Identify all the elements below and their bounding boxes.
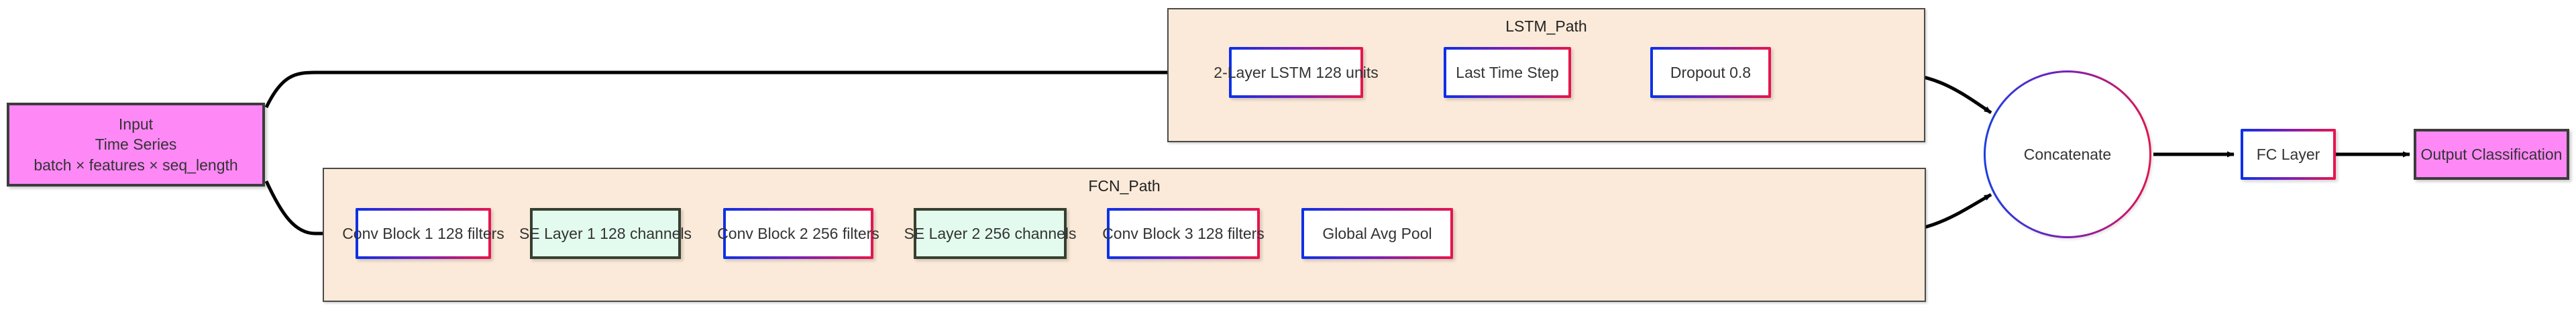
cluster-lstm-path-label: LSTM_Path (1505, 17, 1587, 35)
node-concatenate[interactable]: Concatenate (1984, 70, 2151, 238)
cluster-fcn-path-label: FCN_Path (1088, 177, 1161, 195)
node-global-avg-pool-label: Global Avg Pool (1322, 224, 1432, 242)
node-conv-block-2-label: Conv Block 2 256 filters (717, 224, 879, 242)
node-lstm[interactable]: 2-Layer LSTM 128 units (1214, 47, 1379, 98)
node-input[interactable]: Input Time Series batch × features × seq… (7, 103, 265, 187)
node-last-time-step[interactable]: Last Time Step (1444, 47, 1571, 98)
node-conv-block-3[interactable]: Conv Block 3 128 filters (1102, 208, 1265, 259)
edge-input-to-lstm (264, 69, 1201, 109)
node-input-line-1: Input (118, 115, 154, 133)
node-conv-block-3-label: Conv Block 3 128 filters (1102, 224, 1265, 242)
node-lstm-label: 2-Layer LSTM 128 units (1214, 63, 1379, 81)
node-input-line-2: Time Series (95, 136, 177, 154)
node-conv-block-2[interactable]: Conv Block 2 256 filters (717, 208, 879, 259)
node-se-layer-2-label: SE Layer 2 256 channels (904, 224, 1077, 242)
node-conv-block-1-label: Conv Block 1 128 filters (342, 224, 504, 242)
node-fc-layer[interactable]: FC Layer (2241, 129, 2336, 180)
node-output-classification[interactable]: Output Classification (2414, 129, 2569, 180)
node-se-layer-1[interactable]: SE Layer 1 128 channels (519, 208, 692, 259)
node-se-layer-2[interactable]: SE Layer 2 256 channels (904, 208, 1077, 259)
node-conv-block-1[interactable]: Conv Block 1 128 filters (342, 208, 504, 259)
node-se-layer-1-label: SE Layer 1 128 channels (519, 224, 692, 242)
node-input-line-3: batch × features × seq_length (34, 156, 238, 174)
node-global-avg-pool[interactable]: Global Avg Pool (1301, 208, 1453, 259)
node-dropout-label: Dropout 0.8 (1670, 63, 1752, 81)
node-output-classification-label: Output Classification (2420, 145, 2563, 163)
node-last-time-step-label: Last Time Step (1456, 63, 1559, 81)
node-dropout[interactable]: Dropout 0.8 (1650, 47, 1771, 98)
node-fc-layer-label: FC Layer (2256, 145, 2320, 163)
node-concatenate-label: Concatenate (2023, 145, 2112, 163)
